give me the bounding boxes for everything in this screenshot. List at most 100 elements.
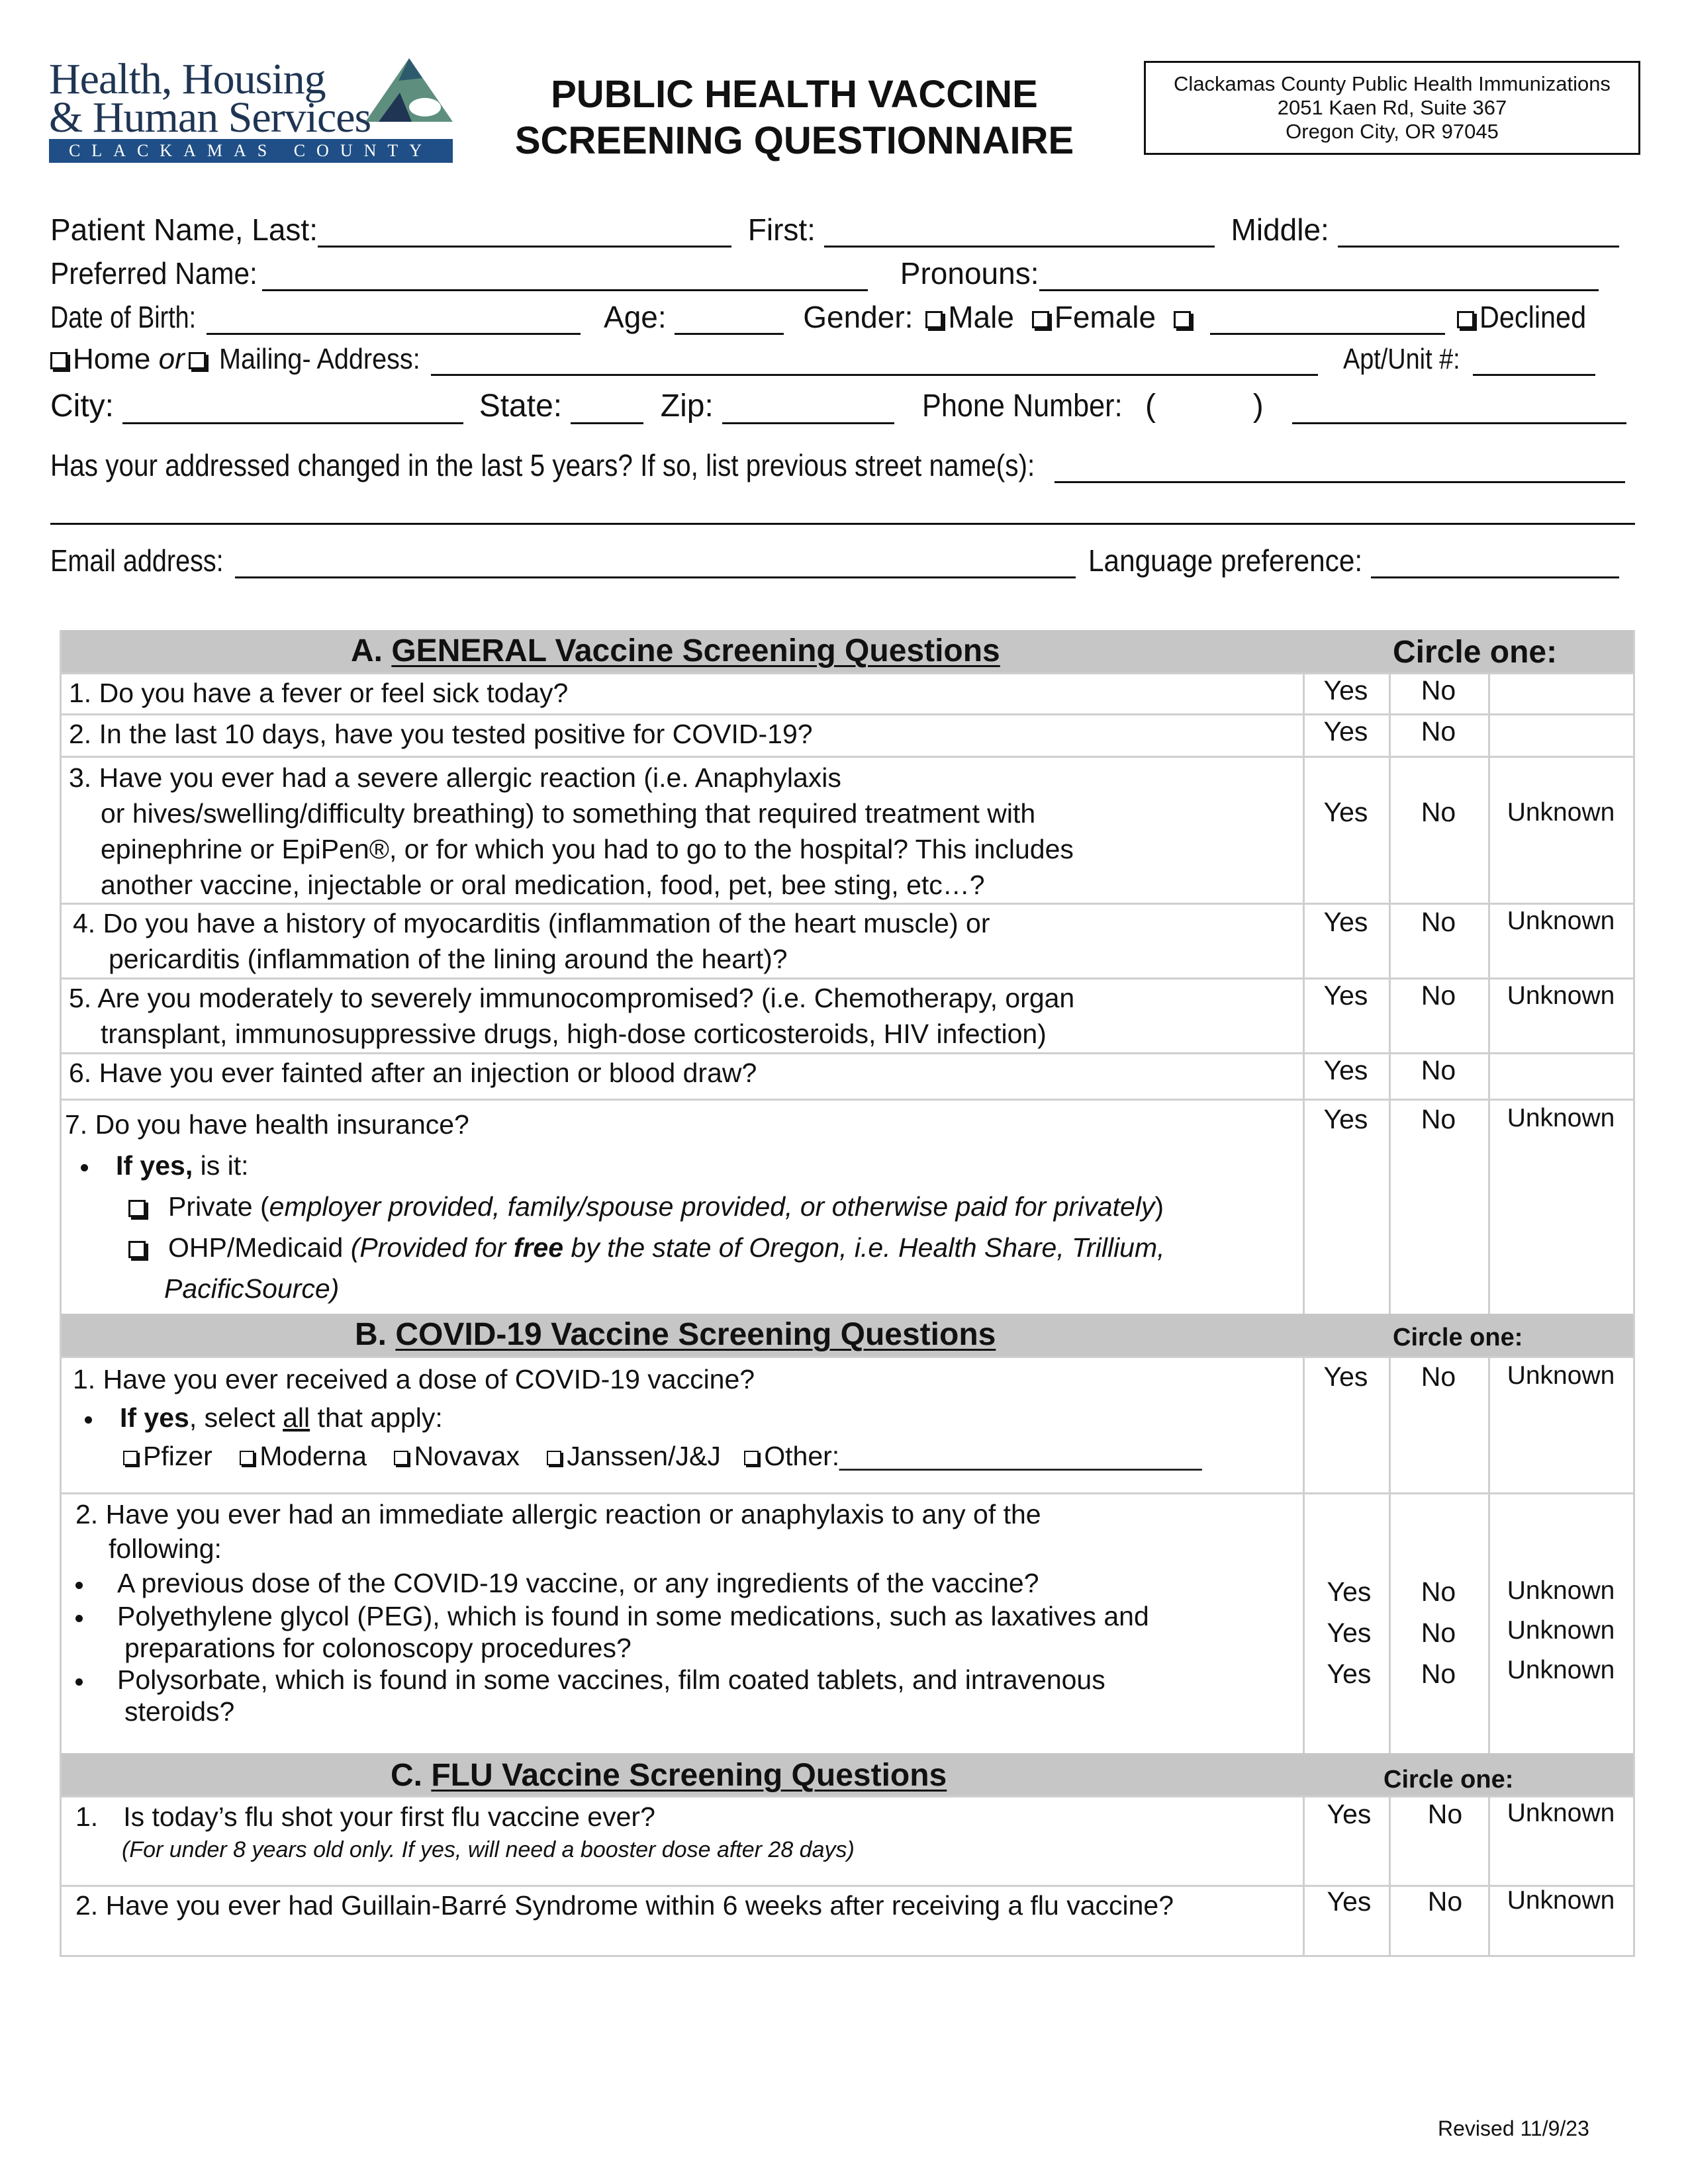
a6-yes[interactable]: Yes (1323, 1055, 1368, 1085)
a1-yes[interactable]: Yes (1323, 675, 1368, 705)
preferred-name-label: Preferred Name: (50, 256, 258, 291)
section-a-letter: A. (351, 633, 383, 668)
declined-checkbox[interactable] (1457, 310, 1475, 328)
c2-unknown[interactable]: Unknown (1507, 1886, 1615, 1915)
mailing-checkbox[interactable] (188, 352, 206, 370)
preferred-name-field[interactable] (262, 260, 868, 291)
zip-field[interactable] (722, 393, 895, 424)
section-a-heading: GENERAL Vaccine Screening Questions (391, 633, 1000, 668)
a4-no[interactable]: No (1421, 907, 1456, 937)
section-c-letter: C. (391, 1758, 422, 1793)
middle-name-field[interactable] (1337, 216, 1619, 248)
a3-unknown[interactable]: Unknown (1507, 798, 1615, 827)
bullet-icon (85, 1416, 92, 1424)
ohp-medicaid-checkbox[interactable] (128, 1241, 146, 1259)
section-c-heading: FLU Vaccine Screening Questions (431, 1758, 947, 1793)
a1-no[interactable]: No (1421, 675, 1456, 705)
address-changed-row: Has your addressed changed in the last 5… (50, 447, 1625, 483)
c1-number: 1. (75, 1801, 99, 1832)
b1-ifyes-bold: If yes (120, 1402, 189, 1433)
address-field[interactable] (430, 345, 1318, 376)
a4-yes[interactable]: Yes (1323, 907, 1368, 937)
female-checkbox[interactable] (1031, 310, 1049, 328)
novavax-checkbox[interactable] (394, 1451, 409, 1466)
pfizer-checkbox[interactable] (123, 1451, 138, 1466)
male-checkbox[interactable] (925, 310, 943, 328)
email-field[interactable] (235, 547, 1076, 578)
private-close: ) (1154, 1191, 1164, 1222)
previous-street-field[interactable] (1054, 452, 1625, 483)
c1-no[interactable]: No (1427, 1799, 1463, 1829)
age-field[interactable] (675, 304, 784, 335)
question-a4-line1: 4. Do you have a history of myocarditis … (73, 908, 990, 938)
c2-no[interactable]: No (1427, 1886, 1463, 1917)
last-name-field[interactable] (317, 216, 731, 248)
c1-yes[interactable]: Yes (1327, 1799, 1372, 1829)
question-a4: 4. Do you have a history of myocarditis … (73, 905, 990, 977)
insurance-private-option: Private (employer provided, family/spous… (65, 1186, 1165, 1227)
logo-text-line2: & Human Services (49, 93, 371, 142)
apt-field[interactable] (1472, 345, 1595, 376)
c2-yes[interactable]: Yes (1327, 1886, 1372, 1917)
b1-unknown[interactable]: Unknown (1507, 1361, 1615, 1390)
b2-bullet3-text1: Polysorbate, which is found in some vacc… (117, 1664, 1105, 1695)
preferred-name-row: Preferred Name: Pronouns: (50, 255, 1599, 291)
other-gender-field[interactable] (1209, 304, 1445, 335)
language-field[interactable] (1370, 547, 1619, 578)
b1-ifyes-all: all (283, 1402, 310, 1433)
c1-unknown[interactable]: Unknown (1507, 1799, 1615, 1827)
question-b2-bullet2: Polyethylene glycol (PEG), which is foun… (75, 1600, 1149, 1632)
b2-bullet1-text: A previous dose of the COVID-19 vaccine,… (117, 1568, 1039, 1598)
male-label: Male (948, 300, 1014, 334)
a7-yes[interactable]: Yes (1323, 1104, 1368, 1134)
dob-label: Date of Birth: (50, 300, 197, 334)
city-field[interactable] (122, 393, 464, 424)
zip-label: Zip: (660, 388, 714, 424)
dob-gender-row: Date of Birth: Age: Gender: Male Female … (50, 299, 1598, 335)
other-vaccine-checkbox[interactable] (744, 1451, 759, 1466)
a3-yes[interactable]: Yes (1323, 797, 1368, 827)
b2c-yes[interactable]: Yes (1327, 1659, 1372, 1689)
b2b-yes[interactable]: Yes (1327, 1617, 1372, 1648)
moderna-checkbox[interactable] (240, 1451, 255, 1466)
private-insurance-checkbox[interactable] (128, 1200, 146, 1218)
a2-no[interactable]: No (1421, 716, 1456, 747)
pronouns-field[interactable] (1039, 260, 1599, 291)
a7-no[interactable]: No (1421, 1104, 1456, 1134)
b1-yes[interactable]: Yes (1323, 1361, 1368, 1392)
state-field[interactable] (571, 393, 644, 424)
b2a-no[interactable]: No (1421, 1576, 1456, 1607)
b1-no[interactable]: No (1421, 1361, 1456, 1392)
city-row: City: State: Zip: Phone Number: ( ) (50, 388, 1627, 424)
pronouns-label: Pronouns: (900, 256, 1039, 291)
a7-unknown[interactable]: Unknown (1507, 1104, 1615, 1132)
novavax-label: Novavax (414, 1441, 520, 1471)
a3-no[interactable]: No (1421, 797, 1456, 827)
b2c-unknown[interactable]: Unknown (1507, 1656, 1615, 1684)
a5-yes[interactable]: Yes (1323, 980, 1368, 1011)
moderna-label: Moderna (259, 1441, 367, 1471)
b2c-no[interactable]: No (1421, 1659, 1456, 1689)
other-gender-checkbox[interactable] (1173, 310, 1191, 328)
b2b-unknown[interactable]: Unknown (1507, 1616, 1615, 1645)
previous-street-field-2[interactable] (50, 523, 1635, 525)
a4-unknown[interactable]: Unknown (1507, 907, 1615, 935)
first-name-field[interactable] (823, 216, 1215, 248)
janssen-checkbox[interactable] (547, 1451, 562, 1466)
other-vaccine-label[interactable]: Other:________________________ (764, 1441, 1202, 1471)
b2a-unknown[interactable]: Unknown (1507, 1576, 1615, 1605)
middle-name-label: Middle: (1231, 212, 1329, 247)
title-line1: PUBLIC HEALTH VACCINE (551, 73, 1038, 116)
a2-yes[interactable]: Yes (1323, 716, 1368, 747)
a5-no[interactable]: No (1421, 980, 1456, 1011)
b2a-yes[interactable]: Yes (1327, 1576, 1372, 1607)
dob-field[interactable] (207, 304, 581, 335)
mountain-icon (365, 58, 453, 122)
a6-no[interactable]: No (1421, 1055, 1456, 1085)
home-checkbox[interactable] (50, 352, 68, 370)
question-a4-line2: pericarditis (inflammation of the lining… (109, 944, 788, 974)
phone-field[interactable] (1292, 393, 1627, 424)
ohp-detail-2: by the state of Oregon, i.e. Health Shar… (563, 1232, 1165, 1263)
b2b-no[interactable]: No (1421, 1617, 1456, 1648)
a5-unknown[interactable]: Unknown (1507, 981, 1615, 1010)
